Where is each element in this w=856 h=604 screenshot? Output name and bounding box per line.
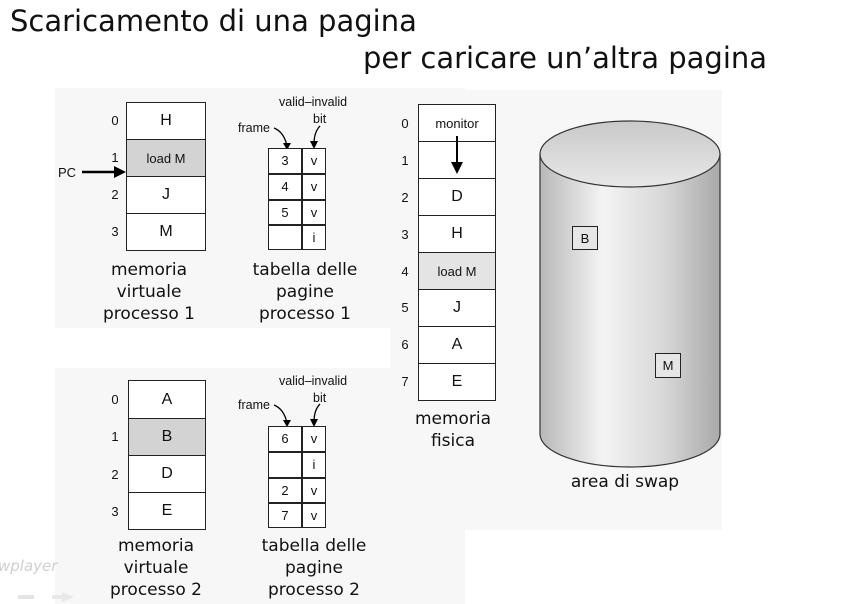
valid-bit: v: [310, 508, 318, 523]
frame-index: 0: [401, 116, 409, 131]
virtual-memory-caption: memoria virtuale processo 1: [103, 260, 195, 324]
virtual-memory-caption: memoria virtuale processo 2: [110, 536, 202, 600]
row-divider: [268, 502, 326, 504]
frame-pointer-icon: [273, 404, 291, 427]
frame-number: [268, 225, 302, 250]
valid-bit: v: [310, 205, 318, 220]
frame-number: 5: [281, 205, 289, 220]
valid-bit: v: [310, 431, 318, 446]
frame-number: 2: [281, 483, 289, 498]
frame-label: frame: [238, 398, 270, 412]
valid-bit: i: [312, 230, 316, 245]
player-watermark: wplayer: [0, 557, 58, 575]
page-index: 2: [111, 187, 119, 202]
frame-slot: monitor: [418, 104, 496, 142]
frame-number: 4: [281, 179, 289, 194]
swap-disk-cylinder: [539, 120, 721, 468]
physical-memory-caption: memoria fisica: [414, 409, 492, 451]
page-slot: J: [126, 176, 206, 214]
frame-index: 1: [401, 153, 409, 168]
row-divider: [268, 451, 326, 453]
monitor-arrow-icon: [451, 136, 463, 174]
frame-index: 5: [401, 300, 409, 315]
row-divider: [268, 224, 326, 226]
page-slot: D: [128, 455, 206, 493]
pc-arrow-icon: [82, 166, 126, 178]
frame-slot-highlighted: load M: [418, 252, 496, 290]
player-controls-icon: [18, 592, 74, 602]
frame-label: frame: [238, 121, 270, 135]
pc-label: PC: [58, 165, 77, 180]
page-table-caption: tabella delle pagine processo 1: [252, 260, 358, 324]
page-slot-highlighted: load M: [126, 139, 206, 177]
bit-pointer-icon: [310, 403, 321, 427]
slide-title-line-1: Scaricamento di una pagina: [10, 4, 417, 38]
page-slot: M: [126, 213, 206, 251]
row-divider: [268, 199, 326, 201]
slide-title-line-2: per caricare un’altra pagina: [363, 41, 768, 75]
page-slot: E: [128, 492, 206, 530]
valid-bit: v: [310, 483, 318, 498]
swapped-page-box: B: [572, 226, 598, 250]
frame-number: 3: [281, 153, 289, 168]
bit-label: bit: [313, 391, 327, 405]
frame-slot: J: [418, 289, 496, 327]
row-divider: [268, 173, 326, 175]
page-index: 3: [111, 504, 119, 519]
page-index: 1: [111, 150, 119, 165]
frame-number: [268, 452, 302, 477]
page-index: 1: [111, 429, 119, 444]
page-index: 0: [111, 392, 119, 407]
page-index: 2: [111, 467, 119, 482]
frame-index: 7: [401, 374, 409, 389]
page-slot: H: [126, 102, 206, 140]
page-index: 3: [111, 224, 119, 239]
frame-index: 2: [401, 190, 409, 205]
frame-number: 7: [281, 508, 289, 523]
valid-invalid-label: valid–invalid: [279, 95, 348, 109]
valid-bit: v: [310, 179, 318, 194]
bit-pointer-icon: [310, 125, 321, 149]
page-slot: A: [128, 380, 206, 419]
page-slot-highlighted: B: [128, 418, 206, 456]
frame-number: 6: [281, 431, 289, 446]
frame-index: 6: [401, 337, 409, 352]
frame-index: 3: [401, 227, 409, 242]
swapped-page-box: M: [655, 353, 681, 378]
valid-invalid-label: valid–invalid: [279, 374, 348, 388]
frame-slot: D: [418, 178, 496, 216]
frame-pointer-icon: [273, 127, 291, 150]
valid-bit: v: [310, 153, 318, 168]
frame-slot: A: [418, 326, 496, 364]
swap-area-caption: area di swap: [570, 472, 680, 492]
frame-slot: H: [418, 215, 496, 253]
valid-bit: i: [312, 457, 316, 472]
page-index: 0: [111, 113, 119, 128]
row-divider: [268, 477, 326, 479]
frame-index: 4: [401, 264, 409, 279]
bit-label: bit: [313, 112, 327, 126]
frame-slot: E: [418, 363, 496, 401]
page-table-caption: tabella delle pagine processo 2: [261, 536, 367, 600]
